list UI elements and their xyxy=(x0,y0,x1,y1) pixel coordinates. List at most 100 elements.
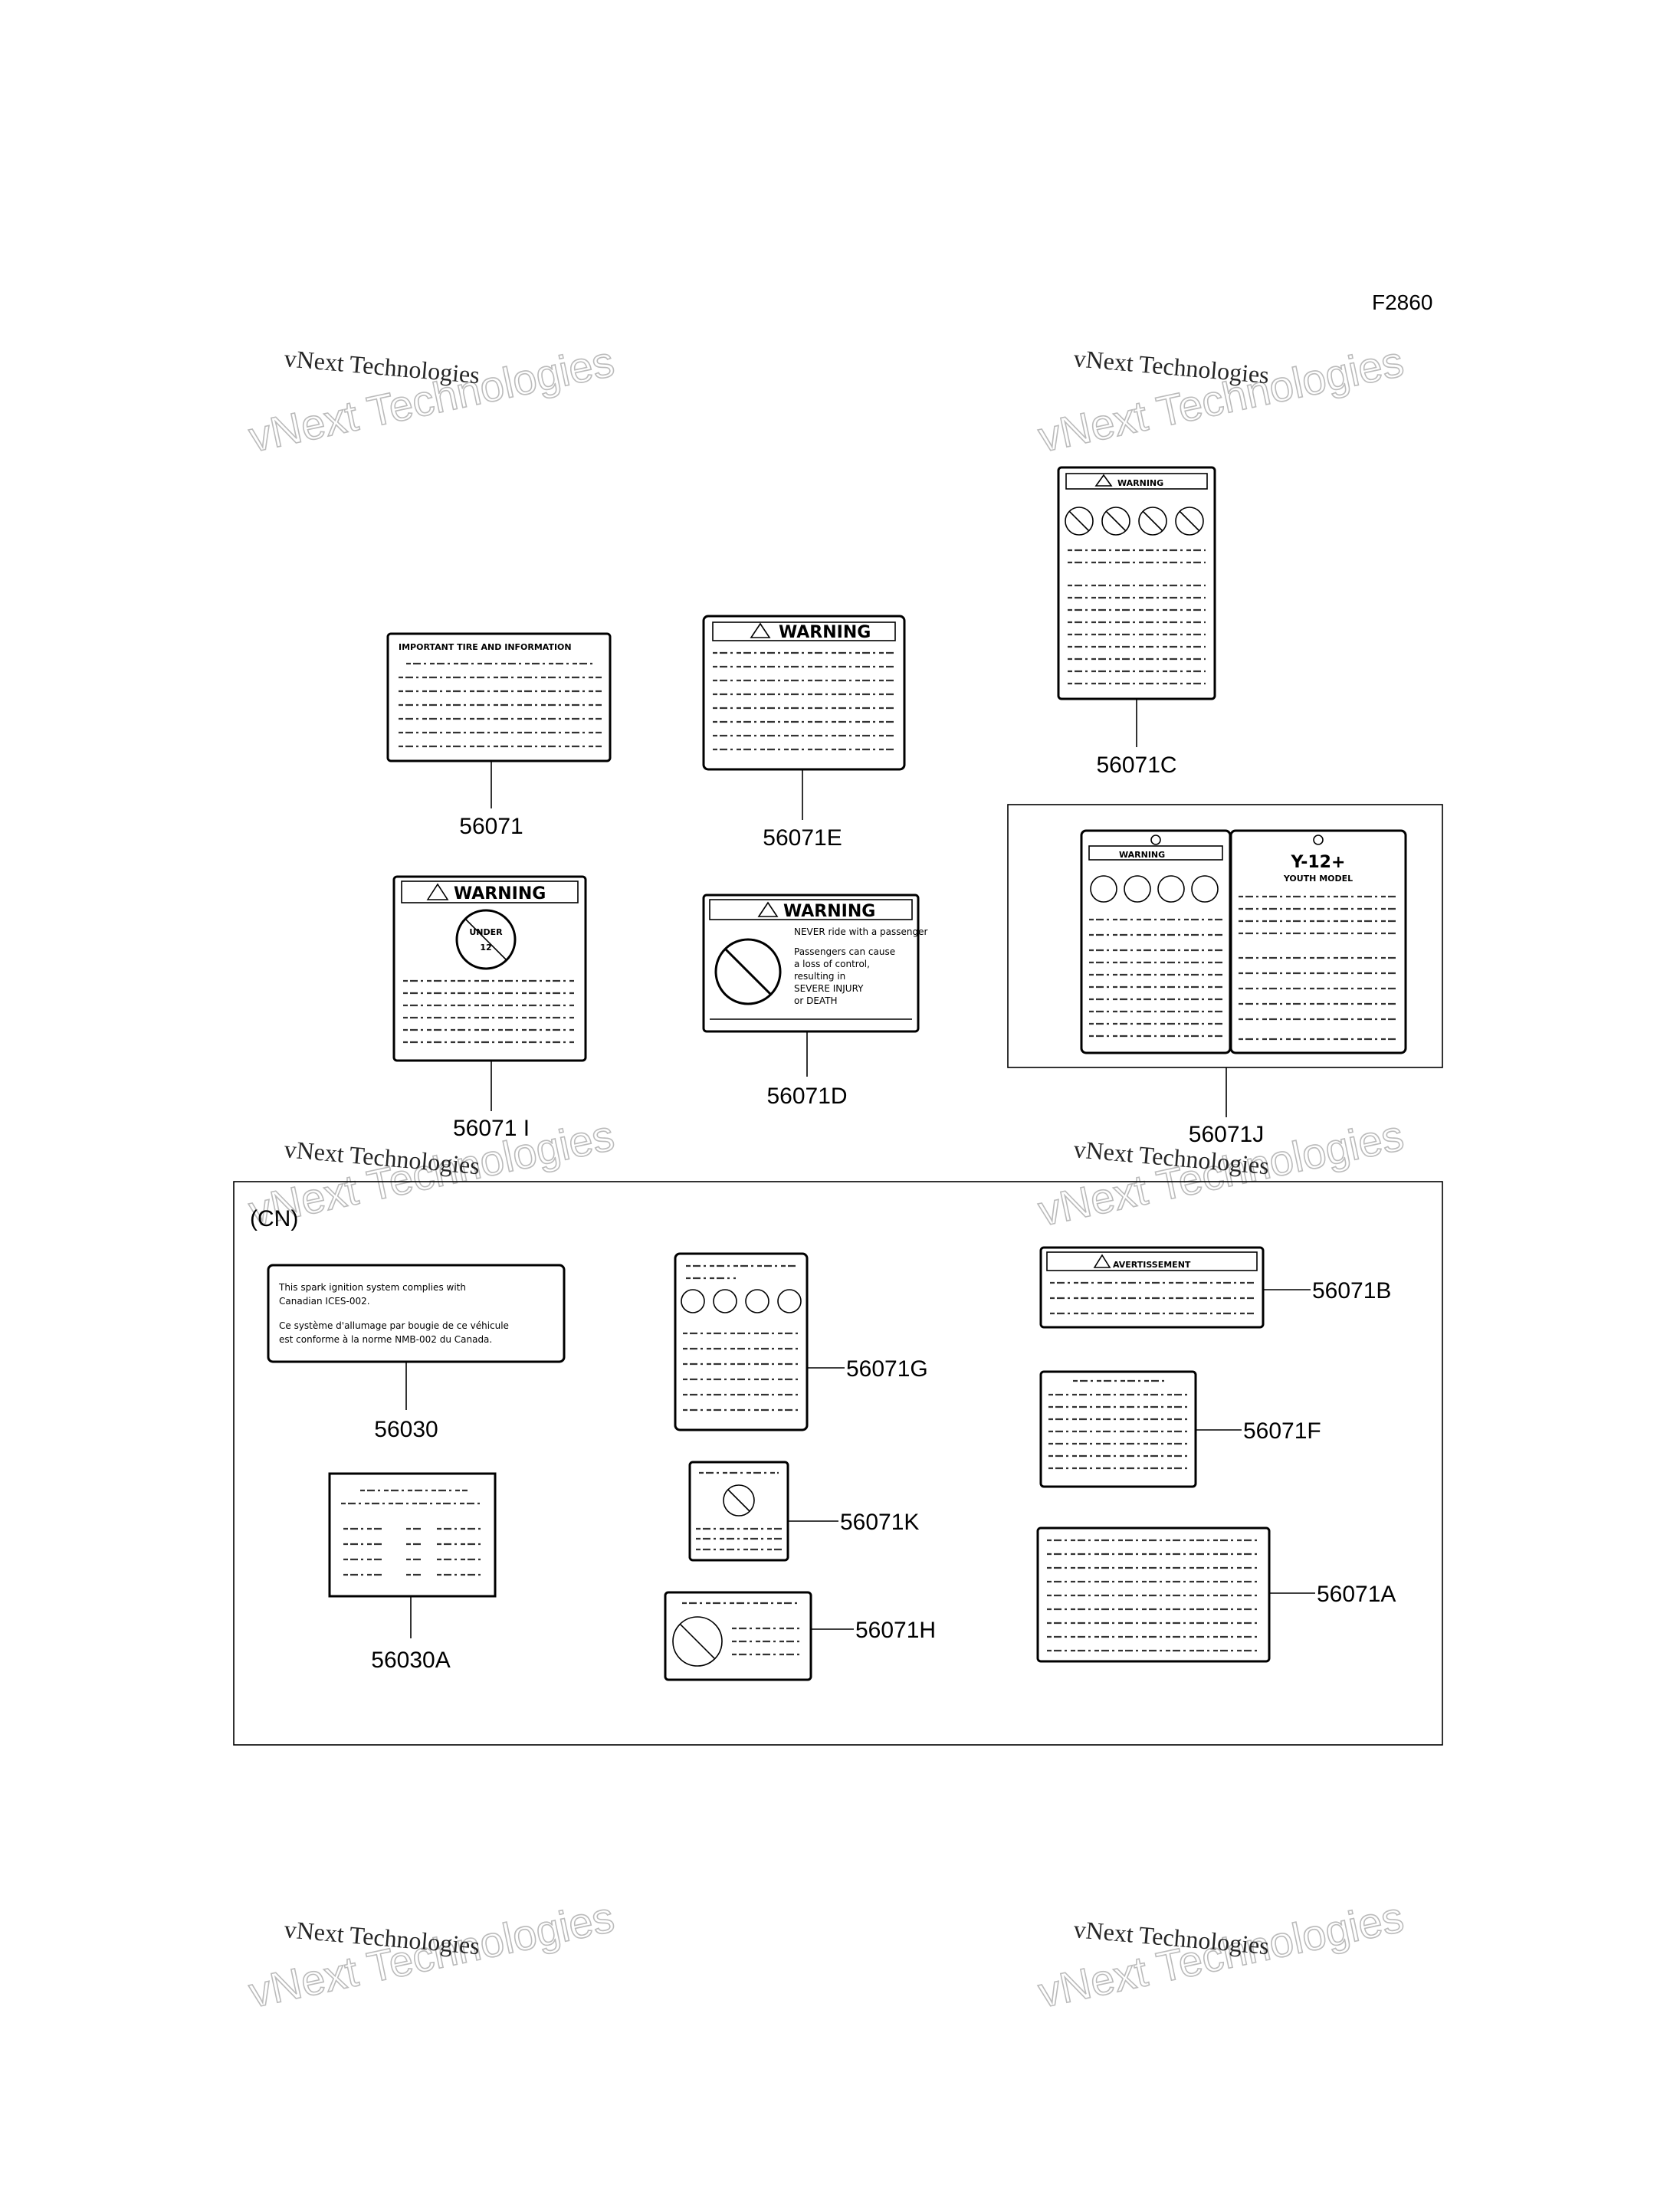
label-56071D[interactable]: WARNING NEVER ride with a passenger Pass… xyxy=(702,894,927,1109)
label-title: WARNING xyxy=(454,884,546,903)
prohibition-icon xyxy=(1191,875,1219,903)
warning-triangle-icon xyxy=(757,901,779,917)
label-outline xyxy=(702,894,920,1033)
prohibition-slash xyxy=(1142,510,1163,532)
canada-text-4: est conforme à la norme NMB-002 du Canad… xyxy=(279,1334,492,1345)
label-outline xyxy=(267,1264,566,1363)
title-bar xyxy=(1046,1251,1258,1271)
text-lines xyxy=(341,1489,483,1576)
prohibition-icon xyxy=(1101,507,1130,536)
text-lines xyxy=(732,1627,801,1656)
prohibition-icon xyxy=(1065,507,1094,536)
label-outline xyxy=(386,632,612,762)
label-title: WARNING xyxy=(1119,850,1165,860)
warning-triangle-icon xyxy=(750,622,771,638)
text-lines xyxy=(403,979,576,1044)
title-bar xyxy=(712,621,896,641)
prohibition-icon xyxy=(1138,507,1167,536)
label-56030A[interactable]: 56030A xyxy=(328,1472,497,1673)
label-56071H[interactable]: 56071H xyxy=(664,1591,936,1681)
prohibition-icon xyxy=(745,1289,769,1313)
label-title: AVERTISSEMENT xyxy=(1113,1260,1191,1270)
text-lines xyxy=(713,651,895,751)
part-number: 56071E xyxy=(763,825,842,851)
part-number: 56071B xyxy=(1312,1278,1391,1303)
prohibition-icon xyxy=(713,1289,737,1313)
label-title: WARNING xyxy=(779,623,871,642)
label-outline xyxy=(328,1472,497,1598)
label-title: IMPORTANT TIRE AND INFORMATION xyxy=(399,642,572,652)
prohibition-icon xyxy=(1090,875,1117,903)
label-56071F[interactable]: 56071F xyxy=(1039,1370,1321,1488)
watermark-bottom-right: vNext Technologies vNext Technologies xyxy=(1034,1892,1409,2018)
prohibition-slash xyxy=(464,918,507,961)
label-56071[interactable]: IMPORTANT TIRE AND INFORMATION 56071 xyxy=(386,632,612,839)
label-outline xyxy=(1057,466,1216,700)
label-outline xyxy=(664,1591,812,1681)
text-lines xyxy=(1089,918,1222,1038)
watermark-top-right: vNext Technologies vNext Technologies xyxy=(1034,336,1409,462)
text-lines xyxy=(696,1527,782,1551)
no-passenger-icon xyxy=(714,938,782,1005)
title-bar xyxy=(709,899,913,920)
label-outline xyxy=(702,615,906,771)
prohibition-icon xyxy=(723,1484,755,1517)
prohibition-icon xyxy=(1175,507,1204,536)
label-title: WARNING xyxy=(783,902,875,921)
prohibition-slash xyxy=(724,947,773,996)
mount-hole xyxy=(1313,835,1324,845)
part-number: 56071C xyxy=(1096,753,1176,778)
text-lines xyxy=(686,1264,797,1280)
under-12-prohibition-icon xyxy=(455,909,517,970)
prohibition-icon xyxy=(777,1289,802,1313)
passengers-text-1: Passengers can cause xyxy=(794,946,895,957)
under-text: UNDER xyxy=(469,927,503,937)
passengers-text-5: or DEATH xyxy=(794,995,838,1006)
warning-card xyxy=(1080,829,1232,1054)
youth-model-text: YOUTH MODEL xyxy=(1283,874,1353,884)
prohibition-slash xyxy=(1105,510,1127,532)
label-56071C[interactable]: WARNING 56071C xyxy=(1057,466,1216,778)
warning-triangle-icon xyxy=(426,883,449,900)
no-passenger-icon xyxy=(672,1616,723,1667)
prohibition-slash xyxy=(727,1489,750,1512)
label-56071J[interactable]: WARNING Y-12+ YOUTH MODEL 56071J xyxy=(1007,804,1443,1147)
prohibition-slash xyxy=(1068,510,1090,532)
watermark-top-left: vNext Technologies vNext Technologies xyxy=(244,336,619,462)
passengers-text-2: a loss of control, xyxy=(794,959,870,969)
label-outline xyxy=(674,1252,809,1431)
canada-text-3: Ce système d'allumage par bougie de ce v… xyxy=(279,1320,509,1331)
watermark-text: vNext Technologies xyxy=(283,344,481,389)
watermark-bottom-left: vNext Technologies vNext Technologies xyxy=(244,1892,619,2018)
label-title: WARNING xyxy=(1117,478,1163,488)
label-56071A[interactable]: 56071A xyxy=(1036,1526,1396,1663)
label-outline xyxy=(1039,1246,1265,1329)
part-number: 56071J xyxy=(1189,1122,1264,1147)
label-56071K[interactable]: 56071K xyxy=(688,1461,919,1562)
prohibition-icons xyxy=(1065,507,1204,536)
title-bar xyxy=(401,880,579,903)
text-lines xyxy=(1239,895,1398,1041)
part-number: 56071G xyxy=(846,1356,928,1382)
group-frame xyxy=(1007,804,1443,1068)
label-56071E[interactable]: WARNING 56071E xyxy=(702,615,906,851)
prohibition-icon xyxy=(1157,875,1185,903)
part-number: 56030 xyxy=(374,1417,438,1442)
label-56030[interactable]: This spark ignition system complies with… xyxy=(267,1264,566,1442)
text-lines xyxy=(1047,1539,1260,1652)
region-label: (CN) xyxy=(250,1206,298,1231)
prohibition-slash xyxy=(1179,510,1200,532)
label-56071B[interactable]: AVERTISSEMENT 56071B xyxy=(1039,1246,1391,1329)
prohibition-icon xyxy=(1124,875,1151,903)
label-outline xyxy=(1036,1526,1271,1663)
passengers-text-4: SEVERE INJURY xyxy=(794,983,864,994)
prohibition-icon xyxy=(681,1289,705,1313)
part-number: 56071H xyxy=(855,1618,936,1643)
label-56071I[interactable]: WARNING UNDER 12 56071 I xyxy=(392,875,587,1141)
text-lines xyxy=(1050,1281,1254,1315)
warning-triangle-icon xyxy=(1094,474,1113,487)
youth-card xyxy=(1229,829,1407,1054)
part-number: 56071 I xyxy=(453,1116,530,1141)
label-56071G[interactable]: 56071G xyxy=(674,1252,928,1431)
